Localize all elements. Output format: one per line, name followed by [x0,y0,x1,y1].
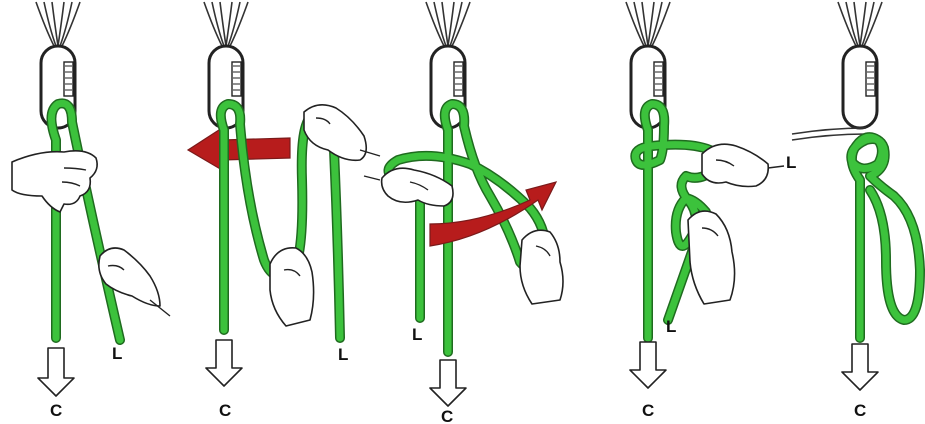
free-end-label: L [112,344,122,363]
carabiner-icon [843,46,877,128]
down-arrow-icon [206,340,242,386]
down-arrow-icon [430,360,466,406]
sling-icon [838,2,882,46]
free-end-label: L [412,325,422,344]
sling-icon [626,2,670,46]
panel-2: C L [188,2,380,420]
hand-icon [270,248,314,326]
sling-icon [204,2,248,46]
panel-3: C L [364,2,563,424]
load-label: C [441,407,453,424]
down-arrow-icon [38,348,74,396]
panel-1: C L [12,2,170,420]
free-end-label: L [666,317,676,336]
load-label: C [642,401,654,420]
panel-5: C [792,2,920,420]
panel-4: C L L [626,2,796,420]
hand-icon [702,144,784,186]
down-arrow-icon [630,342,666,388]
down-arrow-icon [842,344,878,390]
hand-icon [304,105,380,160]
sling-icon [426,2,470,46]
free-end-label: L [786,153,796,172]
hand-icon [520,230,563,304]
free-end-label: L [338,345,348,364]
load-label: C [219,401,231,420]
rope [851,137,920,338]
hand-icon [364,168,453,206]
sling-icon [36,2,80,46]
load-label: C [854,401,866,420]
hand-icon [688,211,735,304]
load-label: C [50,401,62,420]
rope [51,103,120,340]
free-end-tail [792,128,866,140]
